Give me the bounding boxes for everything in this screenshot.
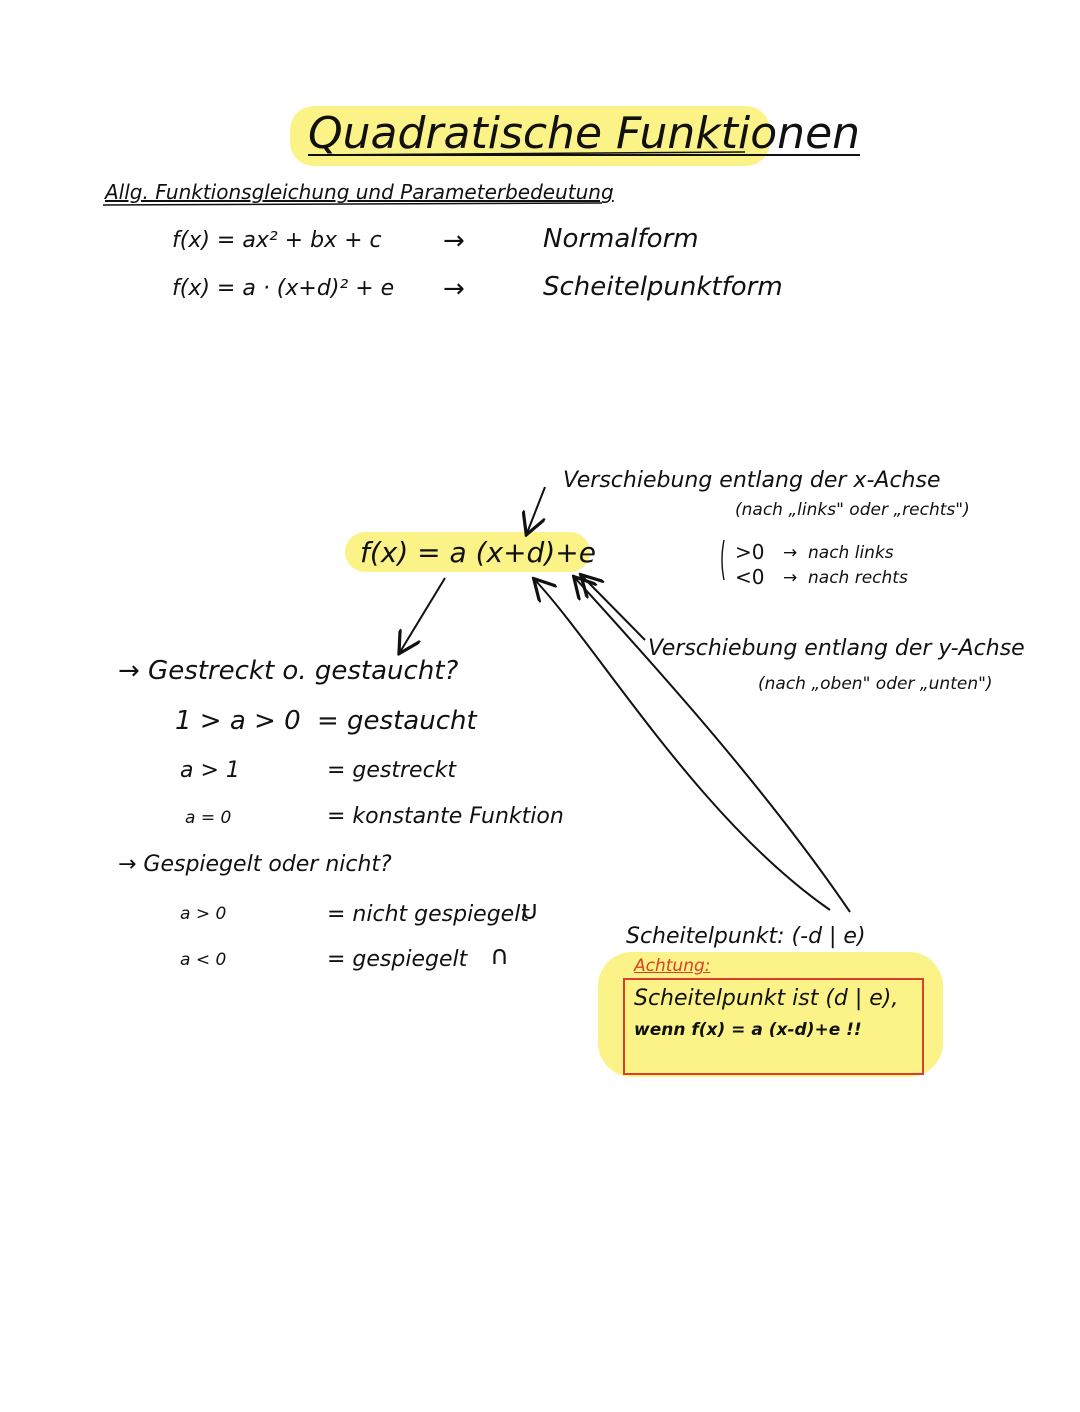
x-shift-detail: (nach „links" oder „rechts"): [735, 500, 970, 520]
normal-form-formula: f(x) = ax² + bx + c: [172, 228, 382, 253]
stretch-row-1-cond: 1 > a > 0: [175, 706, 301, 736]
stretch-row-1-result: = gestaucht: [317, 706, 477, 736]
vertex-text: Scheitelpunkt: (-d | e): [626, 924, 866, 949]
mirror-heading: → Gespiegelt oder nicht?: [118, 852, 392, 877]
note-highlight: [598, 952, 943, 1077]
vertex-arrow-2: [575, 578, 851, 913]
stretch-row-2-result: = gestreckt: [327, 758, 457, 783]
vertex-warning: Achtung:: [634, 956, 711, 976]
normal-form-arrow: →: [443, 226, 465, 256]
center-formula: f(x) = a (x+d)+e: [360, 536, 596, 569]
mirror-row-2-result: = gespiegelt: [327, 947, 468, 972]
mirror-row-2-symbol: ∩: [490, 941, 510, 971]
formula-highlight: [345, 532, 590, 572]
vertex-form-arrow: →: [443, 274, 465, 304]
subtitle-underline: [102, 202, 603, 206]
y-shift-title: Verschiebung entlang der y-Achse: [648, 636, 1025, 661]
y-shift-arrow: [582, 576, 646, 641]
mirror-row-1-cond: a > 0: [180, 904, 227, 924]
x-shift-rule-1-text: nach links: [808, 543, 894, 563]
x-shift-rule-2-cond: <0: [735, 565, 765, 589]
y-shift-detail: (nach „oben" oder „unten"): [758, 674, 993, 694]
page-title: Quadratische Funktionen: [308, 108, 861, 159]
vertex-form-name: Scheitelpunktform: [543, 272, 783, 302]
title-underline: [307, 151, 746, 156]
stretch-arrow: [400, 577, 446, 652]
x-shift-arrow: [527, 486, 546, 533]
stretch-row-3-result: = konstante Funktion: [327, 804, 564, 829]
normal-form-name: Normalform: [543, 224, 699, 254]
x-shift-title: Verschiebung entlang der x-Achse: [563, 468, 941, 493]
stretch-row-3-cond: a = 0: [185, 808, 232, 828]
stretch-heading: → Gestreckt o. gestaucht?: [118, 656, 459, 686]
vertex-form-formula: f(x) = a · (x+d)² + e: [172, 276, 395, 301]
x-shift-rule-1-cond: >0: [735, 540, 765, 564]
vertex-arrow-1: [535, 580, 831, 911]
title-highlight: [290, 106, 770, 166]
x-shift-rule-2-arrow: →: [783, 568, 798, 588]
vertex-note-box: [623, 978, 924, 1075]
x-shift-rule-2-text: nach rechts: [808, 568, 908, 588]
mirror-row-2-cond: a < 0: [180, 950, 227, 970]
x-shift-rule-1-arrow: →: [783, 543, 798, 563]
section-subtitle: Allg. Funktionsgleichung und Parameterbe…: [105, 180, 614, 204]
mirror-row-1-symbol: ∪: [520, 896, 540, 926]
stretch-row-2-cond: a > 1: [180, 758, 240, 783]
mirror-row-1-result: = nicht gespiegelt: [327, 902, 529, 927]
vertex-note-line-1: Scheitelpunkt ist (d | e),: [634, 986, 899, 1011]
vertex-note-line-2: wenn f(x) = a (x-d)+e !!: [634, 1020, 862, 1040]
x-shift-bracket: [721, 539, 725, 581]
